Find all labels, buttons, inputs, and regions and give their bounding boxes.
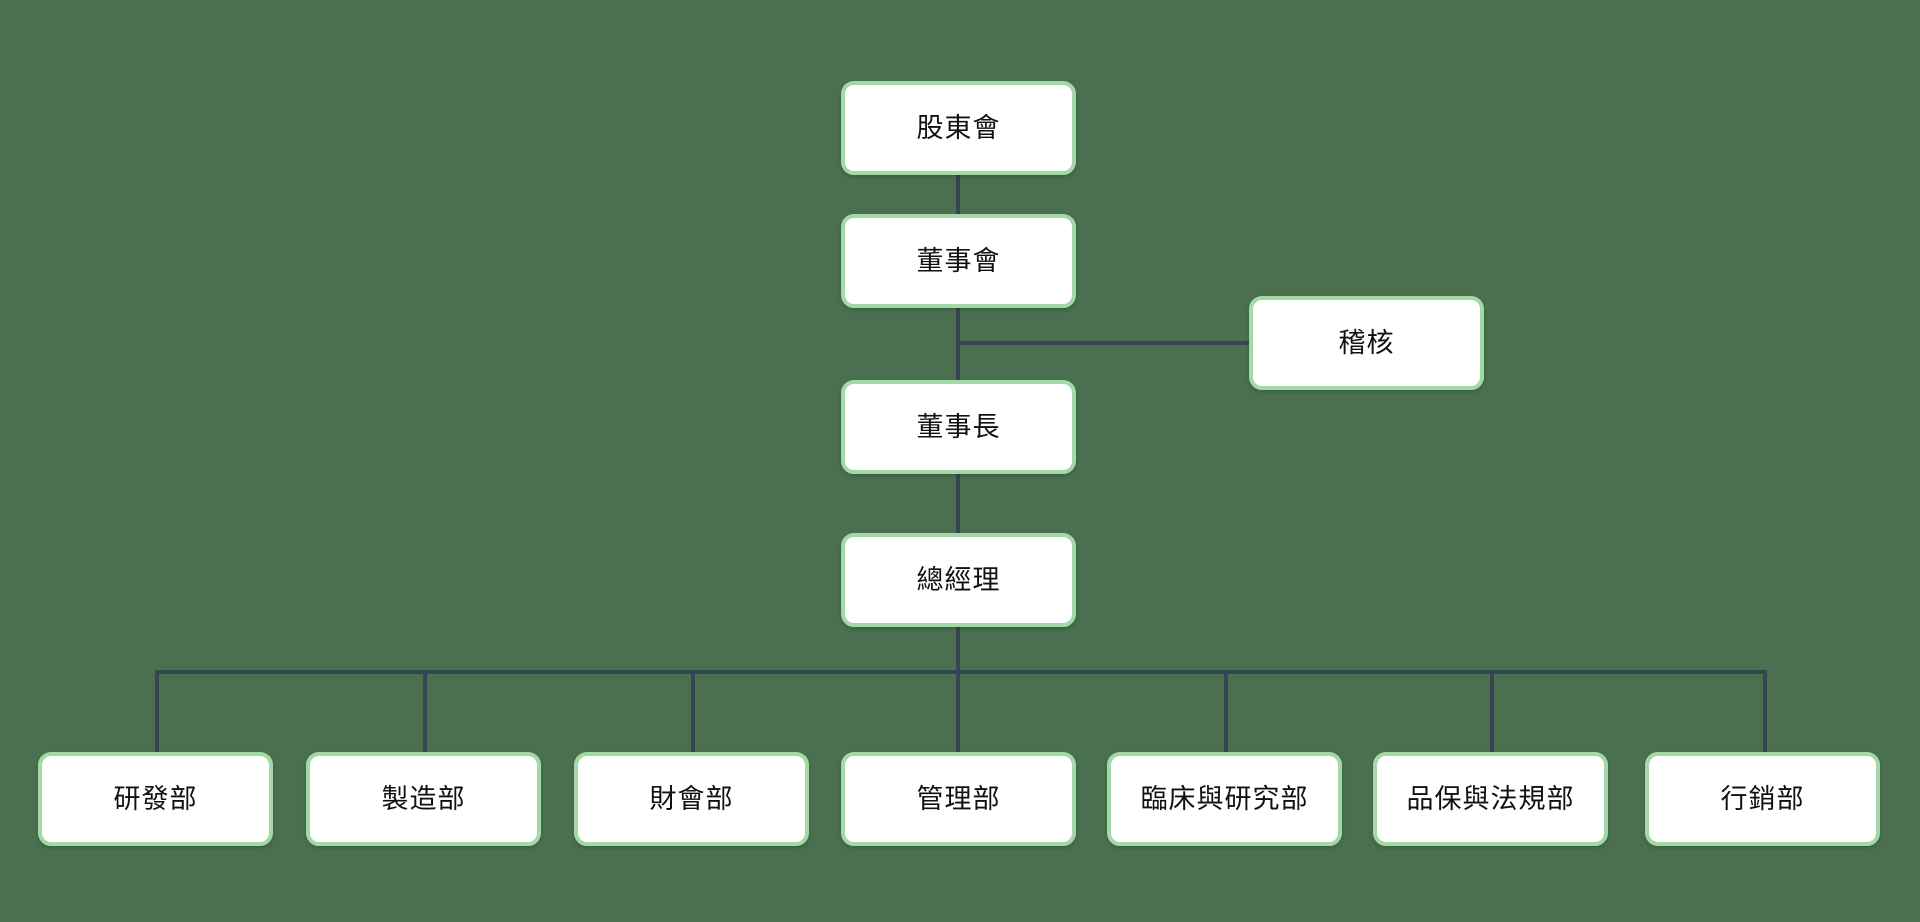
connector-board-to-audit — [956, 341, 1252, 345]
node-department-administration[interactable]: 管理部 — [841, 752, 1076, 846]
node-board[interactable]: 董事會 — [841, 214, 1076, 308]
node-chairman[interactable]: 董事長 — [841, 380, 1076, 474]
connector-drop-dept-7 — [1763, 670, 1767, 752]
node-department-qa-regulatory[interactable]: 品保與法規部 — [1373, 752, 1608, 846]
node-department-administration-label: 管理部 — [916, 783, 1001, 814]
node-department-finance[interactable]: 財會部 — [574, 752, 809, 846]
connector-general-manager-to-bus — [956, 624, 960, 674]
node-shareholders-label: 股東會 — [916, 112, 1001, 143]
connector-drop-dept-4 — [956, 670, 960, 752]
node-shareholders[interactable]: 股東會 — [841, 81, 1076, 175]
connector-drop-dept-1 — [155, 670, 159, 752]
connector-department-bus — [155, 670, 1767, 674]
connector-shareholders-to-board — [956, 175, 960, 219]
connector-drop-dept-2 — [423, 670, 427, 752]
node-department-qa-regulatory-label: 品保與法規部 — [1406, 783, 1575, 814]
node-department-marketing-label: 行銷部 — [1720, 783, 1805, 814]
node-department-rd[interactable]: 研發部 — [38, 752, 273, 846]
node-department-rd-label: 研發部 — [113, 783, 198, 814]
node-audit[interactable]: 稽核 — [1249, 296, 1484, 390]
node-general-manager[interactable]: 總經理 — [841, 533, 1076, 627]
node-department-manufacturing[interactable]: 製造部 — [306, 752, 541, 846]
node-board-label: 董事會 — [916, 245, 1001, 276]
node-department-marketing[interactable]: 行銷部 — [1645, 752, 1880, 846]
connector-drop-dept-3 — [691, 670, 695, 752]
connector-drop-dept-5 — [1224, 670, 1228, 752]
connector-chairman-to-general-manager — [956, 471, 960, 538]
connector-board-to-chairman — [956, 305, 960, 385]
node-department-clinical-research[interactable]: 臨床與研究部 — [1107, 752, 1342, 846]
node-chairman-label: 董事長 — [916, 411, 1001, 442]
node-department-clinical-research-label: 臨床與研究部 — [1140, 783, 1309, 814]
node-audit-label: 稽核 — [1338, 327, 1395, 358]
node-department-manufacturing-label: 製造部 — [381, 783, 466, 814]
node-department-finance-label: 財會部 — [649, 783, 734, 814]
connector-drop-dept-6 — [1490, 670, 1494, 752]
node-general-manager-label: 總經理 — [916, 564, 1001, 595]
